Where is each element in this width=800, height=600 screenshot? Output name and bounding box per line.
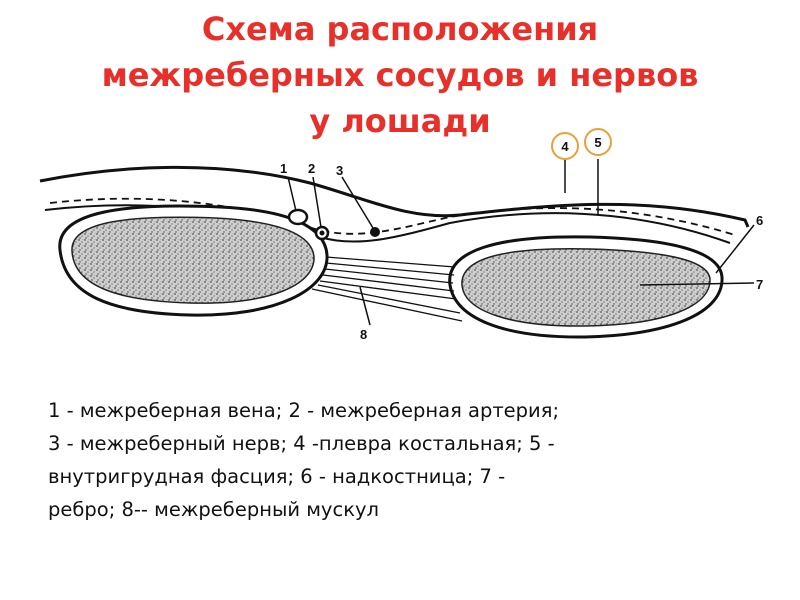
- intercostal-artery-lumen: [319, 230, 325, 236]
- page-title: Схема расположения межреберных сосудов и…: [0, 6, 800, 144]
- legend-line-1: 1 - межреберная вена; 2 - межреберная ар…: [48, 399, 560, 422]
- leader-line-7: [639, 282, 755, 286]
- leader-line-8: [359, 286, 371, 326]
- label-3: 3: [336, 163, 343, 178]
- label-7: 7: [756, 277, 763, 292]
- leader-line-6: [715, 224, 755, 274]
- title-line-3: у лошади: [309, 102, 491, 140]
- leader-line-1: [287, 176, 297, 212]
- intercostal-nerve: [370, 227, 380, 237]
- label-2: 2: [308, 161, 315, 176]
- title-line-2: межреберных сосудов и нервов: [101, 56, 699, 94]
- outer-contour: [39, 165, 750, 228]
- legend: 1 - межреберная вена; 2 - межреберная ар…: [48, 394, 758, 526]
- legend-line-4: ребро; 8-- межреберный мускул: [48, 498, 379, 521]
- leader-line-3: [341, 176, 374, 229]
- leader-line-2: [312, 176, 322, 228]
- legend-line-3: внутригрудная фасция; 6 - надкостница; 7…: [48, 465, 506, 488]
- legend-line-2: 3 - межреберный нерв; 4 -плевра костальн…: [48, 432, 555, 455]
- label-1: 1: [280, 161, 287, 176]
- label-4: 4: [561, 139, 569, 154]
- badge-5-circle: [584, 128, 612, 156]
- intercostal-vein: [287, 208, 309, 226]
- intercostal-diagram: 1 2 3 6 7 8 4 5: [39, 128, 763, 342]
- left-rib-bone: [71, 216, 315, 304]
- right-rib-bone: [461, 248, 711, 327]
- intercostal-muscle: [311, 256, 463, 322]
- label-6: 6: [756, 213, 763, 228]
- title-line-1: Схема расположения: [201, 10, 599, 48]
- label-8: 8: [360, 327, 367, 342]
- label-5: 5: [594, 135, 601, 150]
- fascia-dashed-line: [49, 197, 736, 236]
- badge-4-circle: [551, 132, 579, 160]
